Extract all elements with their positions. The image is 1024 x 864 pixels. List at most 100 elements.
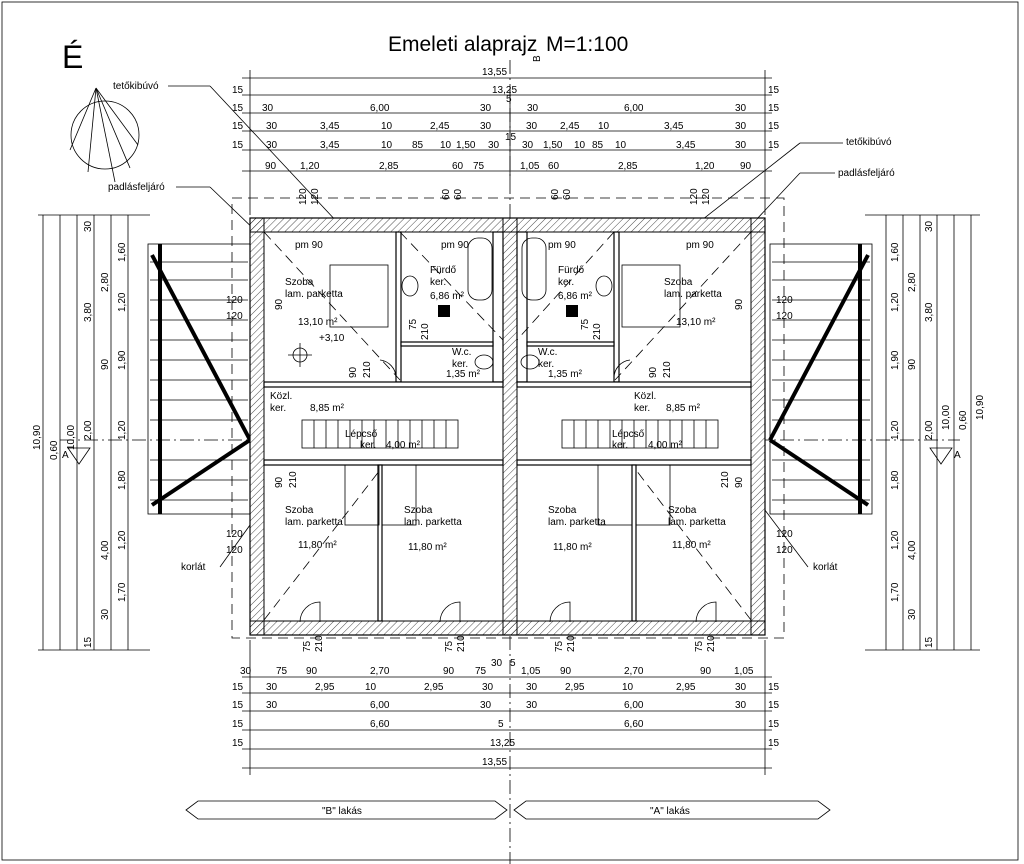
svg-text:5: 5 <box>506 94 512 105</box>
svg-text:75: 75 <box>694 640 705 652</box>
svg-text:30: 30 <box>526 700 538 711</box>
svg-text:10: 10 <box>381 140 393 151</box>
svg-text:Lépcső: Lépcső <box>612 429 645 440</box>
svg-text:Közl.: Közl. <box>634 391 656 402</box>
room-bedroom-bottom-b1: Szoba lam. parketta 11,80 m² <box>285 505 343 551</box>
room-stair-a: Lépcső ker. 4,00 m² <box>612 429 683 451</box>
svg-text:30: 30 <box>480 103 492 114</box>
svg-text:15: 15 <box>768 103 780 114</box>
svg-text:10,00: 10,00 <box>941 405 952 430</box>
svg-text:1,80: 1,80 <box>890 470 901 490</box>
svg-text:1,60: 1,60 <box>890 242 901 262</box>
svg-text:13,10 m²: 13,10 m² <box>298 317 338 328</box>
svg-text:15: 15 <box>768 738 780 749</box>
exterior-walls <box>249 217 766 636</box>
svg-text:30: 30 <box>924 220 935 232</box>
svg-text:120: 120 <box>298 188 309 205</box>
svg-text:210: 210 <box>706 635 717 652</box>
roof-beams-left <box>147 243 252 515</box>
svg-text:4,00: 4,00 <box>100 540 111 560</box>
svg-text:2,45: 2,45 <box>560 121 580 132</box>
svg-text:15: 15 <box>232 121 244 132</box>
svg-text:30: 30 <box>262 103 274 114</box>
svg-text:210: 210 <box>362 361 373 378</box>
svg-text:60: 60 <box>548 161 560 172</box>
svg-text:6,00: 6,00 <box>370 700 390 711</box>
svg-text:pm 90: pm 90 <box>295 240 323 251</box>
dimension-lines-right: 10,90 0,60 10,00 30 1,60 2,80 3,80 1,20 … <box>865 214 986 651</box>
svg-text:2,80: 2,80 <box>907 272 918 292</box>
svg-text:30: 30 <box>735 682 747 693</box>
svg-text:30: 30 <box>266 140 278 151</box>
svg-text:90: 90 <box>734 476 745 488</box>
svg-text:15: 15 <box>505 132 517 143</box>
room-wc-b: W.c. ker. 1,35 m² <box>446 347 481 380</box>
svg-text:75: 75 <box>444 640 455 652</box>
interior-walls <box>263 231 752 622</box>
svg-text:1,05: 1,05 <box>734 666 754 677</box>
svg-text:120: 120 <box>776 311 793 322</box>
svg-text:lam. parketta: lam. parketta <box>548 517 606 528</box>
svg-text:1,90: 1,90 <box>117 350 128 370</box>
svg-text:1,20: 1,20 <box>890 420 901 440</box>
svg-text:6,00: 6,00 <box>370 103 390 114</box>
svg-text:8,85 m²: 8,85 m² <box>310 403 345 414</box>
stairs <box>301 419 719 449</box>
svg-text:pm 90: pm 90 <box>441 240 469 251</box>
svg-text:120: 120 <box>776 545 793 556</box>
svg-text:pm 90: pm 90 <box>686 240 714 251</box>
svg-text:korlát: korlát <box>813 562 838 573</box>
svg-text:30: 30 <box>488 140 500 151</box>
svg-text:15: 15 <box>768 719 780 730</box>
svg-text:4,00: 4,00 <box>907 540 918 560</box>
svg-text:lam. parketta: lam. parketta <box>668 517 726 528</box>
room-hall-a: Közl. ker. 8,85 m² <box>634 391 701 414</box>
svg-text:3,45: 3,45 <box>676 140 696 151</box>
svg-text:Szoba: Szoba <box>285 505 314 516</box>
svg-text:75: 75 <box>554 640 565 652</box>
svg-text:30: 30 <box>526 121 538 132</box>
room-bedroom-top-b: Szoba lam. parketta 13,10 m² +3,10 pm 90 <box>285 240 345 344</box>
svg-text:1,70: 1,70 <box>117 582 128 602</box>
svg-text:30: 30 <box>480 121 492 132</box>
svg-text:120: 120 <box>776 295 793 306</box>
svg-text:15: 15 <box>83 636 94 648</box>
svg-text:Lépcső: Lépcső <box>345 429 378 440</box>
svg-text:1,20: 1,20 <box>890 292 901 312</box>
room-bedroom-bottom-a1: Szoba lam. parketta 11,80 m² <box>548 505 606 553</box>
svg-text:75: 75 <box>473 161 485 172</box>
apartment-label-b: "B" lakás <box>185 800 508 820</box>
svg-text:2,80: 2,80 <box>100 272 111 292</box>
svg-text:90: 90 <box>348 366 359 378</box>
svg-text:30: 30 <box>482 682 494 693</box>
svg-text:4,00 m²: 4,00 m² <box>386 440 421 451</box>
svg-text:6,86 m²: 6,86 m² <box>430 291 465 302</box>
svg-text:1,20: 1,20 <box>300 161 320 172</box>
svg-text:210: 210 <box>314 635 325 652</box>
svg-text:120: 120 <box>701 188 712 205</box>
svg-text:3,45: 3,45 <box>320 140 340 151</box>
level-marker <box>288 343 312 367</box>
svg-text:korlát: korlát <box>181 562 206 573</box>
svg-text:10: 10 <box>440 140 452 151</box>
svg-text:75: 75 <box>580 318 591 330</box>
svg-text:8,85 m²: 8,85 m² <box>666 403 701 414</box>
svg-text:11,80 m²: 11,80 m² <box>408 542 447 553</box>
svg-text:15: 15 <box>232 719 244 730</box>
svg-text:90: 90 <box>306 666 318 677</box>
svg-text:ker.: ker. <box>558 277 574 288</box>
room-bedroom-bottom-a2: Szoba lam. parketta 11,80 m² <box>668 505 726 551</box>
svg-text:15: 15 <box>232 140 244 151</box>
svg-text:3,45: 3,45 <box>320 121 340 132</box>
svg-text:Fürdő: Fürdő <box>558 265 585 276</box>
svg-text:11,80 m²: 11,80 m² <box>553 542 592 553</box>
svg-text:13,25: 13,25 <box>490 738 515 749</box>
svg-text:padlásfeljáró: padlásfeljáró <box>838 168 895 179</box>
dimension-lines-bottom: 30 75 90 2,70 90 75 30 5 1,05 90 2,70 90… <box>232 640 780 775</box>
svg-text:10: 10 <box>574 140 586 151</box>
svg-text:120: 120 <box>689 188 700 205</box>
svg-text:"A" lakás: "A" lakás <box>650 806 690 817</box>
svg-text:10,90: 10,90 <box>975 395 986 420</box>
svg-text:A: A <box>62 450 69 461</box>
svg-text:2,70: 2,70 <box>370 666 390 677</box>
